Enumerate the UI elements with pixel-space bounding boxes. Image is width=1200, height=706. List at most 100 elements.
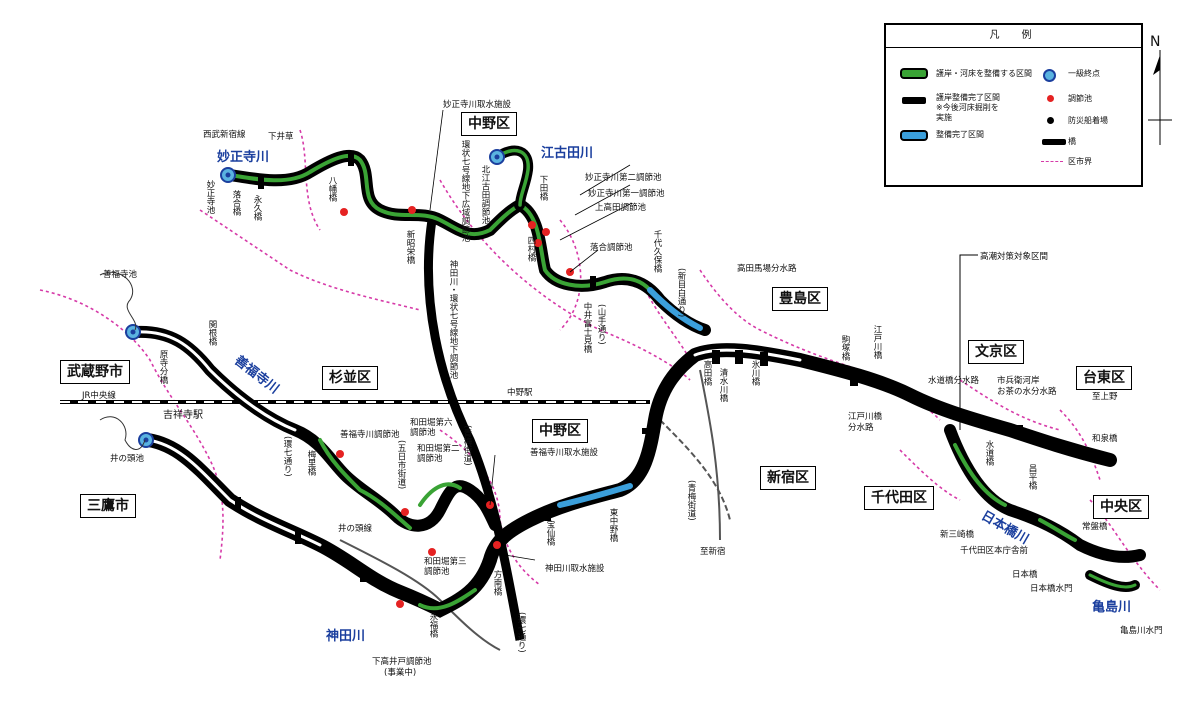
ward-chuo: 中央区 [1093, 495, 1149, 519]
egota-river [492, 145, 534, 210]
label-shimo-takaido: 下高井戸調節池 [372, 657, 432, 667]
vlabel-chiyoda-kubo: 千代久保橋 [652, 230, 662, 273]
label-chiyoda-office: 千代田区本庁舎前 [960, 546, 1029, 556]
vlabel-hachiman: 八幡橋 [327, 176, 337, 202]
vlabel-takada: 高田橋 [702, 360, 712, 386]
river-label-egota: 江古田川 [541, 146, 594, 161]
zenpukuji-river [129, 325, 501, 532]
vlabel-shikai: 四村橋 [526, 236, 536, 262]
label-kichijoji-sta: 吉祥寺駅 [163, 410, 203, 421]
vlabel-edogawa: 江戸川橋 [872, 325, 882, 359]
blue-section-swatch [902, 132, 926, 139]
legend-label-blue: 整備完了区間 [936, 130, 984, 139]
railways [60, 369, 731, 651]
black-section-swatch [902, 97, 926, 104]
legend-label-pond: 調節池 [1068, 94, 1092, 103]
label-kanda-intake: 神田川取水施設 [545, 564, 605, 574]
legend-label-boundary: 区市界 [1068, 157, 1092, 166]
vlabel-hokan: 宝仙橋 [545, 520, 555, 546]
river-endpoints [125, 149, 505, 448]
label-edogawa-bunsui: 江戸川橋 分水路 [848, 412, 883, 433]
vlabel-kannana-dori: (環七通り) [282, 436, 292, 477]
label-nihonbashi-br: 日本橋 [1012, 570, 1038, 580]
north-arrow [1148, 50, 1172, 145]
ward-suginami: 杉並区 [322, 366, 378, 390]
endpoint-icon [1043, 69, 1056, 82]
label-nihonbashi-gate: 日本橋水門 [1030, 584, 1073, 594]
vlabel-eikyu: 永久橋 [252, 195, 262, 221]
label-wadabori-2: 和田堀第二 調節池 [417, 444, 460, 464]
ward-bunkyo: 文京区 [968, 340, 1024, 364]
kanda-river [141, 343, 1117, 618]
label-myoshoji-1st: 妙正寺川第一調節池 [588, 189, 665, 199]
bridge-marks [235, 152, 1023, 582]
label-suido-bunsui: 水道橋分水路 [928, 376, 980, 386]
vlabel-suidobashi: 水道橋 [984, 440, 994, 466]
vlabel-shinmei: 新昭栄橋 [405, 230, 415, 264]
label-zenpukuji-pond: 善福寺川調節池 [340, 430, 400, 440]
vlabel-kamiya: (青梅街道) [462, 425, 472, 466]
vlabel-nakai: 中井富士見橋 [582, 302, 592, 353]
label-tokiwa: 常盤橋 [1082, 522, 1108, 532]
vlabel-shinjuku-st: (青梅街道) [686, 480, 696, 521]
vlabel-shimotabashi: 下田橋 [538, 175, 548, 201]
label-chuo-line: JR中央線 [82, 391, 116, 401]
vlabel-kannana: 環状七号線地下広域調節池 [460, 140, 470, 242]
vlabel-shimizu: 清水川橋 [718, 368, 728, 402]
label-izumi: 和泉橋 [1092, 434, 1118, 444]
green-section-swatch [902, 70, 926, 77]
retention-pond-icon [1047, 95, 1054, 102]
inokashira-pond-outline [99, 416, 146, 450]
zenpukuji-pond-outline [99, 271, 137, 331]
north-label: N [1150, 34, 1161, 50]
river-label-myoshoji: 妙正寺川 [217, 150, 270, 165]
label-takadanobaba: 高田馬場分水路 [737, 264, 797, 274]
vlabel-ichiyama: (五日市街道) [396, 440, 406, 490]
vlabel-sosei: (環七通り) [516, 612, 526, 653]
label-ochiai-pond: 落合調節池 [590, 243, 633, 253]
ward-nakano-mid: 中野区 [532, 419, 588, 443]
landing-pier-icon [1047, 117, 1054, 124]
legend-panel: 凡 例 護岸・河床を整備する区間 護岸整備完了区間 ※今後河床掘削を実施 整備完… [884, 23, 1143, 187]
vlabel-myoshoji-end: 妙正寺池 [205, 180, 215, 214]
ward-taito: 台東区 [1076, 366, 1132, 390]
label-to-ueno: 至上野 [1092, 392, 1118, 402]
bridge-icon [1042, 139, 1066, 145]
leader-lines [429, 109, 633, 561]
label-zenpukuji-pond-src: 善福寺池 [103, 270, 138, 280]
vlabel-higashi: 東中野橋 [608, 508, 618, 542]
vlabel-shohei: 昌平橋 [1027, 464, 1037, 490]
ward-shinjuku: 新宿区 [760, 466, 816, 490]
label-wadabori-6: 和田堀第六 調節池 [410, 418, 453, 438]
legend-label-endpoint: 一級終点 [1068, 69, 1100, 78]
label-seibu-line-top: 西武新宿線 [203, 130, 246, 140]
vlabel-hara: 原寺分橋 [158, 350, 168, 384]
label-inokashira-pond: 井の頭池 [110, 454, 145, 464]
legend-label-green: 護岸・河床を整備する区間 [936, 69, 1032, 78]
legend-label-pier: 防災船着場 [1068, 116, 1108, 125]
retention-ponds [336, 206, 574, 608]
label-to-shinjuku: 至新宿 [700, 547, 726, 557]
label-shimoi: 下井草 [268, 132, 294, 142]
river-label-kamejima: 亀島川 [1092, 600, 1132, 615]
kannana-underground-reservoir [423, 219, 525, 641]
vlabel-komagi: 駒塚橋 [840, 335, 850, 361]
label-kamejima-gate: 亀島川水門 [1120, 626, 1163, 636]
vlabel-egota-pond: 北江古田調節池 [480, 165, 490, 225]
ward-toshima: 豊島区 [772, 287, 828, 311]
vlabel-sekiguchi: 関根橋 [207, 320, 217, 346]
ward-musashino: 武蔵野市 [60, 360, 130, 384]
legend-title: 凡 例 [886, 25, 1141, 48]
label-ochanomizu: 市兵衛河岸 お茶の水分水路 [997, 376, 1057, 397]
label-shinmisaki: 新三崎橋 [940, 530, 975, 540]
legend-label-bridge: 橋 [1068, 137, 1076, 146]
legend-label-black: 護岸整備完了区間 ※今後河床掘削を実施 [936, 93, 1000, 122]
vlabel-kanda-sewer: 神田川・環状七号線地下調節池 [448, 260, 458, 379]
boundary-line-icon [1041, 161, 1063, 162]
label-shimo-takaido-sub: (事業中) [384, 668, 417, 678]
vlabel-hoko: 方南橋 [492, 570, 502, 596]
label-wadabori-3: 和田堀第三 調節池 [424, 557, 467, 577]
ward-chiyoda: 千代田区 [864, 486, 934, 510]
vlabel-eifuku: 永福橋 [428, 612, 438, 638]
